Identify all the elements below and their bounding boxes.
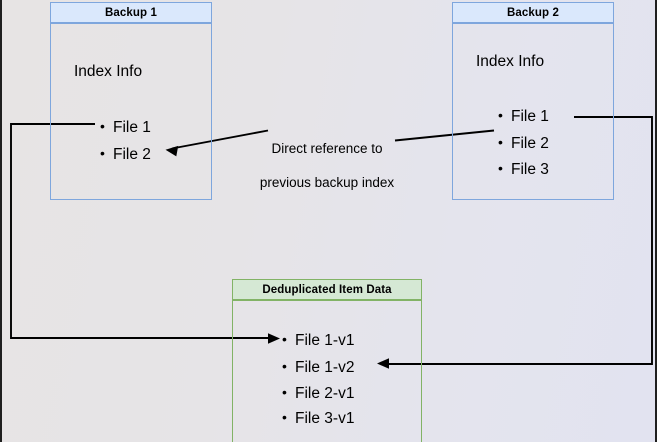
list-item: File 3 xyxy=(498,161,549,178)
list-item: File 1 xyxy=(498,108,549,125)
list-item: File 2 xyxy=(100,146,151,163)
dedup-body xyxy=(232,300,422,442)
backup2-box: Backup 2 Index Info File 1 File 2 File 3 xyxy=(452,2,614,200)
caption-line-2: previous backup index xyxy=(259,175,395,190)
list-item: File 2-v1 xyxy=(282,385,354,402)
dedup-item-list: File 1-v1 File 1-v2 File 2-v1 File 3-v1 xyxy=(282,332,354,427)
backup2-header: Backup 2 xyxy=(452,2,614,23)
dedup-title: Deduplicated Item Data xyxy=(262,284,392,296)
dedup-header: Deduplicated Item Data xyxy=(232,279,422,300)
list-item: File 2 xyxy=(498,135,549,152)
backup1-box: Backup 1 Index Info File 1 File 2 xyxy=(50,2,212,200)
backup2-file-list: File 1 File 2 File 3 xyxy=(498,108,549,178)
backup2-index-label: Index Info xyxy=(476,53,545,70)
backup2-title: Backup 2 xyxy=(507,7,559,19)
backup1-file-list: File 1 File 2 xyxy=(100,119,151,163)
caption-line-1: Direct reference to xyxy=(271,141,383,156)
backup1-body xyxy=(50,23,212,200)
list-item: File 1 xyxy=(100,119,151,136)
backup1-header: Backup 1 xyxy=(50,2,212,23)
dedup-box: Deduplicated Item Data File 1-v1 File 1-… xyxy=(232,279,422,442)
list-item: File 1-v1 xyxy=(282,332,354,349)
list-item: File 1-v2 xyxy=(282,359,354,376)
backup1-index-label: Index Info xyxy=(74,63,143,80)
list-item: File 3-v1 xyxy=(282,410,354,427)
reference-caption: Direct reference to previous backup inde… xyxy=(257,123,397,208)
backup2-body xyxy=(452,23,614,200)
backup1-title: Backup 1 xyxy=(105,7,157,19)
